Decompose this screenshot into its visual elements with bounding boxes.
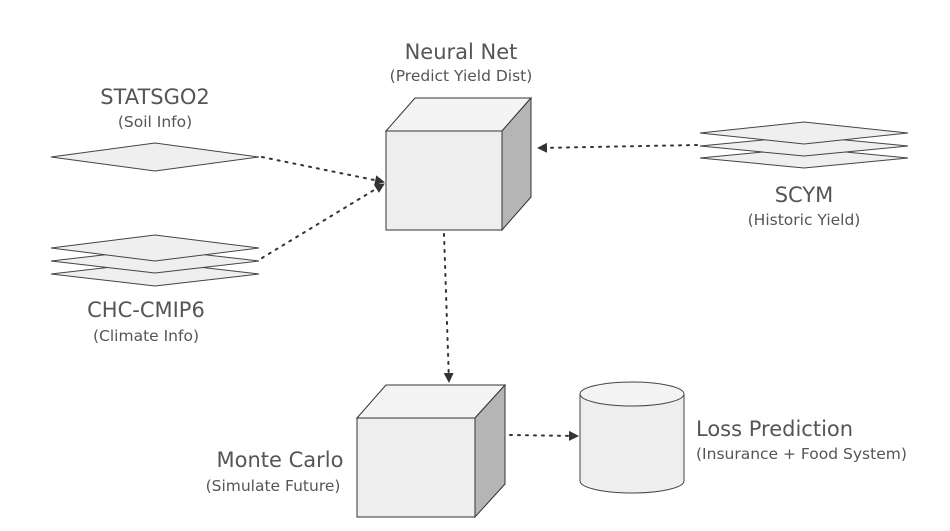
- monte-carlo-cube: [355, 383, 507, 519]
- chc-cmip6-layers: [50, 234, 260, 287]
- scym-subtitle: (Historic Yield): [748, 211, 861, 229]
- chc-cmip6-subtitle: (Climate Info): [93, 327, 199, 345]
- monte-carlo-subtitle: (Simulate Future): [206, 477, 341, 495]
- neural-net-cube: [384, 96, 533, 232]
- chc-cmip6-title: CHC-CMIP6: [87, 298, 205, 322]
- loss-prediction-title: Loss Prediction: [696, 417, 853, 441]
- scym-layers: [699, 121, 909, 169]
- monte-carlo-title: Monte Carlo: [217, 448, 344, 472]
- statsgo2-layer: [50, 142, 260, 172]
- neural-net-subtitle: (Predict Yield Dist): [390, 67, 533, 85]
- statsgo2-title: STATSGO2: [100, 85, 210, 109]
- arrow-scym-to-neural-net: [537, 142, 698, 153]
- neural-net-title: Neural Net: [405, 40, 518, 64]
- loss-prediction-subtitle: (Insurance + Food System): [696, 445, 907, 463]
- arrow-chc-cmip6-to-neural-net: [261, 183, 385, 259]
- arrow-monte-carlo-to-loss-prediction: [509, 430, 579, 441]
- loss-prediction-cylinder: [579, 381, 685, 494]
- arrow-statsgo2-to-neural-net: [261, 156, 385, 186]
- scym-title: SCYM: [775, 183, 834, 207]
- statsgo2-subtitle: (Soil Info): [118, 113, 192, 131]
- arrow-neural-net-to-monte-carlo: [443, 233, 454, 383]
